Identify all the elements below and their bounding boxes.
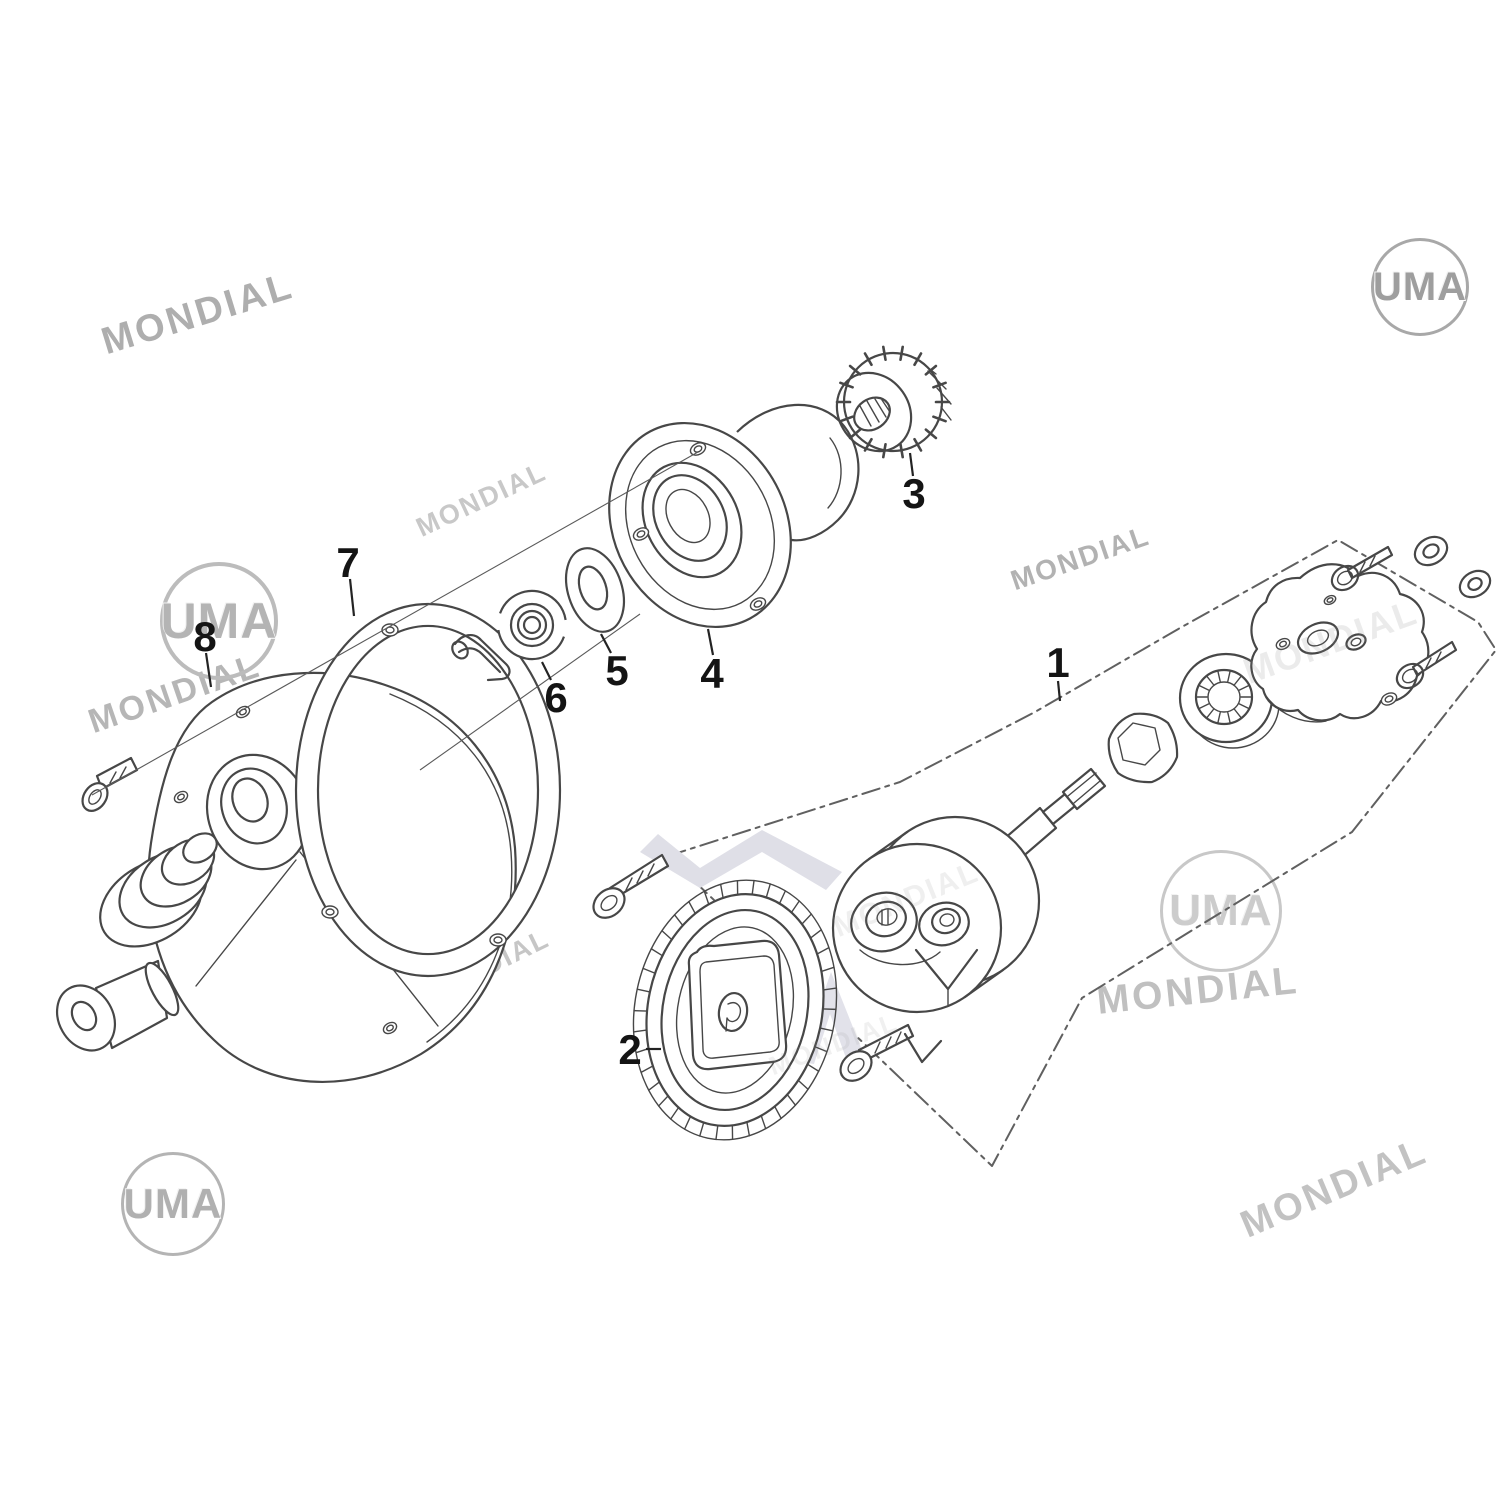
part-7-gasket [294, 602, 562, 978]
logo-uma-top-right: UMA [1371, 238, 1469, 336]
leader-lines [204, 452, 1062, 1051]
bore-splines [859, 398, 891, 427]
pivot-bolt [55, 959, 180, 1052]
cover-hub [205, 753, 311, 871]
part-5-washer [564, 547, 626, 633]
part-1-pump-assembly [831, 535, 1492, 1064]
part-label-1: 1 [1046, 639, 1069, 686]
uma-logo-text: UMA [160, 593, 278, 649]
assembly-group-outline [667, 539, 1497, 1167]
plate-screw-lower [1395, 640, 1458, 690]
uma-logo-text: UMA [123, 1180, 223, 1227]
part-8-side-cover-group [55, 671, 517, 1083]
rotor-splines [1196, 671, 1252, 723]
uma-logo-text: UMA [1372, 264, 1468, 309]
part-label-4: 4 [700, 650, 724, 697]
part-3-pinion-gear [835, 345, 952, 459]
part-label-3: 3 [902, 470, 925, 517]
uma-logo-text: UMA [1169, 886, 1273, 935]
pinion-teeth [835, 345, 951, 459]
tooth-ridges [915, 357, 952, 421]
cover-bolt-holes [173, 705, 398, 1035]
part-4-pump-cover [608, 403, 860, 629]
logo-uma-left: UMA [160, 562, 278, 680]
logo-uma-right-middle: UMA [1160, 850, 1282, 972]
plate-screw-upper [1330, 545, 1394, 592]
inner-rotor-hex [1107, 712, 1179, 784]
part-label-7: 7 [336, 539, 359, 586]
relief-spring [99, 832, 218, 948]
part-label-8: 8 [193, 613, 216, 660]
part-2-driven-gear-group [592, 853, 915, 1141]
seal-washer-1 [1413, 535, 1449, 567]
part-label-5: 5 [605, 647, 628, 694]
pump-body [831, 815, 1041, 1064]
part-label-2: 2 [618, 1026, 641, 1073]
mount-screw-upper [592, 853, 670, 919]
pump-plate [1250, 563, 1430, 723]
flange-holes [632, 442, 767, 611]
outer-rotor-ring [1178, 652, 1280, 749]
mount-screw-lower [839, 1023, 915, 1082]
gear-teeth [632, 879, 838, 1141]
cotter-clip [451, 634, 511, 682]
part-labels: 1 2 3 4 5 6 7 8 [193, 470, 1069, 1073]
seal-washer-2 [1458, 569, 1492, 599]
part-6-lock-nut [496, 589, 568, 661]
logo-uma-bottom-left: UMA [121, 1152, 225, 1256]
part-label-6: 6 [544, 674, 567, 721]
gray-band [640, 830, 842, 890]
